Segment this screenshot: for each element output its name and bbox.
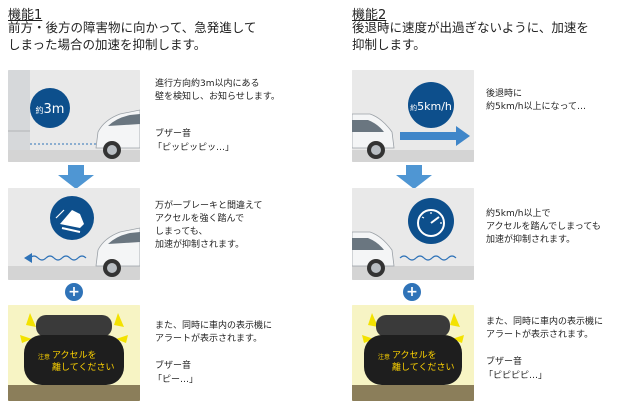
- display-message-line1: アクセルを: [392, 351, 437, 361]
- speed-badge-value: 5km/h: [417, 100, 452, 113]
- right-scene-speed-limited: [352, 188, 474, 280]
- distance-badge-value: 3m: [43, 102, 65, 117]
- left-lead-line2: しまった場合の加速を抑制します。: [8, 37, 207, 52]
- display-message-line2: 離してください: [392, 363, 455, 373]
- speed-badge-prefix: 約: [410, 104, 418, 112]
- left-heading: 機能1: [8, 8, 43, 23]
- plus-icon: +: [65, 283, 83, 301]
- display-caution-label: 注意: [38, 354, 51, 361]
- display-message-line1: アクセルを: [52, 351, 97, 361]
- right-lead-line2: 抑制します。: [352, 37, 426, 52]
- left-step3-buzzer-sound: 「ピー…」: [153, 375, 199, 385]
- distance-badge-prefix: 約: [35, 106, 44, 115]
- right-step3-text: また、同時に車内の表示機に アラートが表示されます。: [486, 317, 604, 340]
- left-scene-wall-detection: 約3m: [8, 70, 140, 162]
- speed-badge: 約5km/h: [408, 82, 454, 128]
- plus-icon: +: [403, 283, 421, 301]
- speedometer-icon: [417, 209, 445, 237]
- right-lead-line1: 後退時に速度が出過ぎないように、加速を: [352, 20, 589, 35]
- display-unit-illustration: [352, 305, 474, 401]
- speedometer-badge: [408, 198, 454, 244]
- left-scene-display-alert: 注意 アクセルを 離してください: [8, 305, 140, 401]
- left-step3-text: また、同時に車内の表示機に アラートが表示されます。: [155, 321, 273, 344]
- left-step1-buzzer-label: ブザー音: [155, 129, 192, 139]
- display-message-line2: 離してください: [52, 363, 115, 373]
- down-arrow-icon: [396, 165, 432, 189]
- right-scene-display-alert: 注意 アクセルを 離してください: [352, 305, 474, 401]
- right-step3-buzzer-label: ブザー音: [486, 357, 523, 367]
- right-step3-buzzer-sound: 「ピピピピ…」: [484, 371, 548, 381]
- left-step3-buzzer-label: ブザー音: [155, 361, 192, 371]
- left-step1-text: 進行方向約3m以内にある 壁を検知し、お知らせします。: [155, 79, 280, 102]
- right-heading: 機能2: [352, 8, 387, 23]
- left-scene-accelerator-misstep: [8, 188, 140, 280]
- shoe-pedal-icon: [55, 209, 84, 233]
- left-step1-buzzer-sound: 「ピッピッピッ…」: [153, 143, 235, 153]
- display-caution-label: 注意: [378, 354, 391, 361]
- distance-badge: 約3m: [30, 88, 70, 128]
- pedal-press-badge: [50, 196, 94, 240]
- left-step2-text: 万が一ブレーキと間違えて アクセルを強く踏んで しまっても、 加速が抑制されます…: [155, 201, 263, 250]
- right-scene-reverse-speed: 約5km/h: [352, 70, 474, 162]
- display-unit-illustration: [8, 305, 140, 401]
- down-arrow-icon: [58, 165, 94, 189]
- right-step1-text: 後退時に 約5km/h以上になって…: [486, 89, 586, 112]
- left-lead-line1: 前方・後方の障害物に向かって、急発進して: [8, 20, 257, 35]
- right-step2-text: 約5km/h以上で アクセルを踏んでしまっても 加速が抑制されます。: [486, 209, 601, 245]
- wall-car-illustration: [8, 70, 140, 162]
